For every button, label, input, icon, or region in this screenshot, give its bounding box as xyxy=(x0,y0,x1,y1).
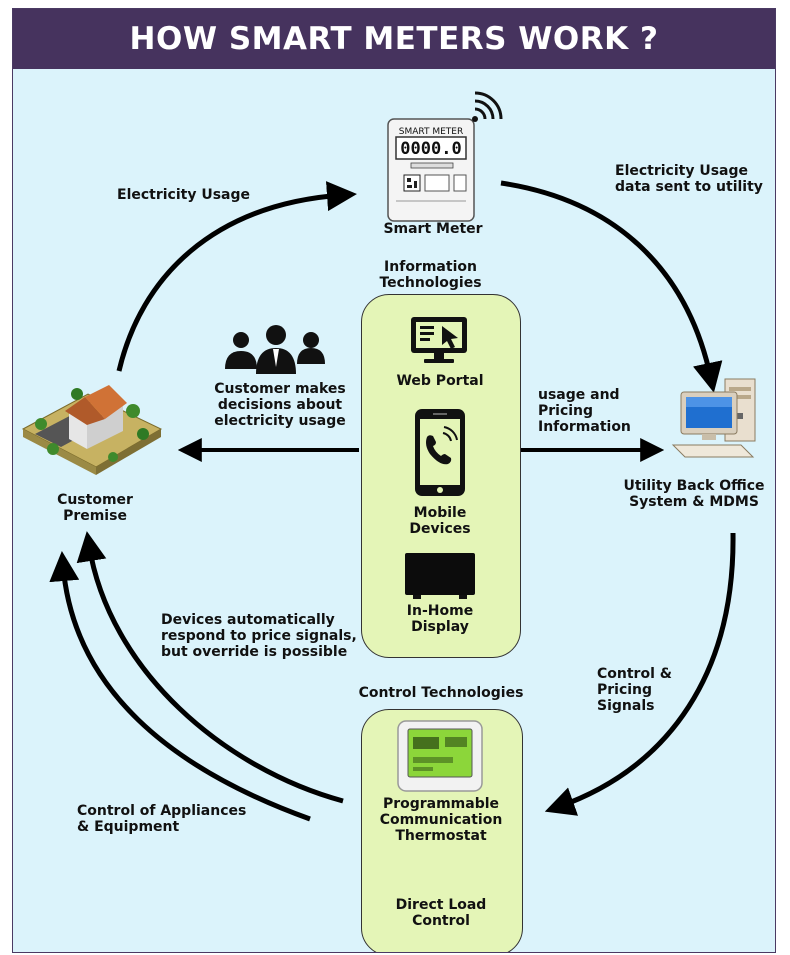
arrow-meter-to-utility xyxy=(500,180,723,393)
information-technologies-label: Information Technologies xyxy=(379,259,482,291)
arrow-control-appliances xyxy=(49,551,311,822)
web-portal-icon xyxy=(411,317,467,363)
meter-reading: 0000.0 xyxy=(400,139,462,159)
arrow-thermostat-to-customer xyxy=(76,531,344,804)
utility-computer-icon xyxy=(671,378,756,458)
mobile-devices-label: Mobile Devices xyxy=(409,505,471,537)
electricity-usage-label: Electricity Usage xyxy=(117,187,251,203)
diagram-graphics xyxy=(21,91,756,822)
arrow-usage-to-meter xyxy=(116,181,357,372)
customer-decisions-label: Customer makes decisions about electrici… xyxy=(214,381,346,429)
wifi-icon xyxy=(472,91,503,122)
customer-premise-label: Customer Premise xyxy=(57,492,133,524)
thermostat-label: Programmable Communication Thermostat xyxy=(379,796,503,844)
control-technologies-label: Control Technologies xyxy=(358,685,524,701)
page-title: HOW SMART METERS WORK ? xyxy=(13,9,775,69)
control-appliances-label: Control of Appliances & Equipment xyxy=(77,803,247,835)
utility-back-office-label: Utility Back Office System & MDMS xyxy=(623,478,765,510)
smart-meter-label: Smart Meter xyxy=(383,221,483,237)
infographic-frame: HOW SMART METERS WORK ? xyxy=(12,8,776,953)
arrow-utility-to-thermostat xyxy=(544,532,736,816)
in-home-display-label: In-Home Display xyxy=(406,603,474,635)
devices-auto-label: Devices automatically respond to price s… xyxy=(161,612,357,660)
control-pricing-label: Control & Pricing Signals xyxy=(597,666,672,714)
usage-pricing-label: usage and Pricing Information xyxy=(538,387,631,435)
meter-screen-label: SMART METER xyxy=(398,127,464,137)
smart-meter-icon xyxy=(387,118,475,222)
direct-load-control-label: Direct Load Control xyxy=(395,897,487,929)
customers-icon xyxy=(225,325,325,374)
mobile-phone-icon xyxy=(415,409,465,496)
web-portal-label: Web Portal xyxy=(396,373,484,389)
in-home-display-icon xyxy=(405,553,475,599)
customer-premise-icon xyxy=(21,385,163,475)
usage-sent-label: Electricity Usage data sent to utility xyxy=(615,163,763,195)
thermostat-icon xyxy=(397,720,483,792)
